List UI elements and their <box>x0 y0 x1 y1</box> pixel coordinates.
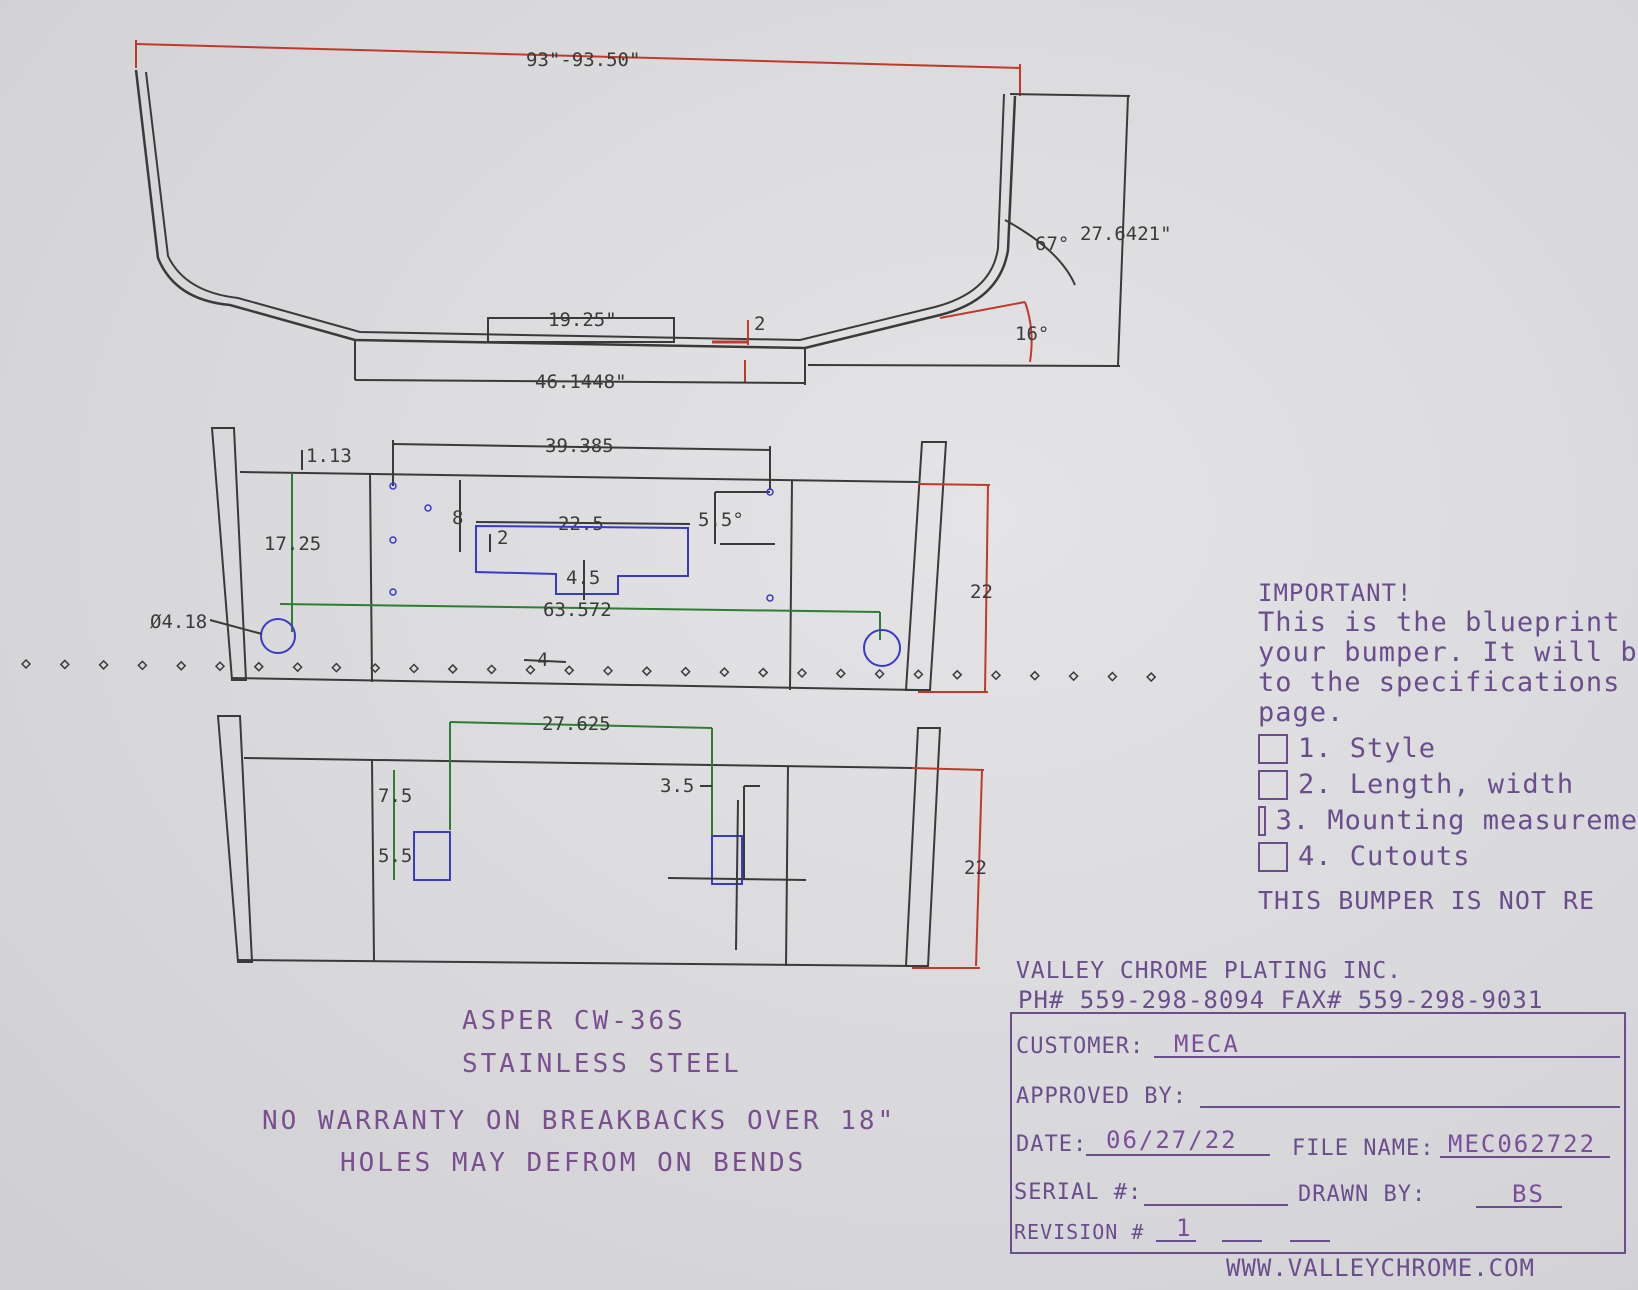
warranty-warning: NO WARRANTY ON BREAKBACKS OVER 18" <box>262 1106 897 1136</box>
hole-marker <box>835 668 846 679</box>
important-line-2: your bumper. It will be <box>1258 637 1638 668</box>
hole-marker <box>796 667 808 679</box>
hole-marker <box>1068 671 1079 682</box>
dim-22-a: 22 <box>970 581 993 603</box>
file-name-label: FILE NAME: <box>1292 1136 1435 1161</box>
website: WWW.VALLEYCHROME.COM <box>1226 1254 1535 1282</box>
important-line-3: to the specifications <box>1258 667 1621 698</box>
mount-hole-left <box>260 618 296 654</box>
blue-cutout <box>475 524 689 595</box>
hole-marker <box>486 664 497 675</box>
dim-r2-a: 2 <box>754 313 765 335</box>
hole-marker <box>98 659 109 670</box>
front-view-2: 22 27.625 7.5 5.5 3.5 <box>216 713 987 969</box>
dim-overall-width: 93"-93.50" <box>526 49 640 71</box>
hole-marker <box>292 662 303 673</box>
important-notes: IMPORTANT! This is the blueprint your bu… <box>1258 578 1638 916</box>
customer-value: MECA <box>1174 1030 1240 1058</box>
company-name: VALLEY CHROME PLATING INC. <box>1016 958 1403 984</box>
important-line-1: This is the blueprint <box>1258 607 1621 638</box>
dim-height: 27.6421" <box>1080 223 1172 245</box>
dim-7-5: 7.5 <box>378 785 412 807</box>
dim-17-25: 17.25 <box>264 533 321 555</box>
dim-angle-bottom: 16° <box>1015 323 1049 345</box>
hole-marker <box>59 659 70 670</box>
hole-marker <box>253 661 264 672</box>
dim-63-572: 63.572 <box>543 599 612 621</box>
hole-marker <box>1146 671 1157 683</box>
product-material: STAINLESS STEEL <box>462 1049 742 1079</box>
dim-27-625: 27.625 <box>542 713 611 735</box>
product-model: ASPER CW-36S <box>462 1006 686 1036</box>
dim-1-13: 1.13 <box>306 445 352 467</box>
drawn-by-label: DRAWN BY: <box>1298 1182 1427 1207</box>
dim-8: 8 <box>452 507 463 529</box>
important-line-4: page. <box>1258 697 1345 728</box>
hole-marker <box>680 666 691 677</box>
dim-5-5-deg: 5.5° <box>698 509 744 531</box>
hole-marker <box>370 662 381 674</box>
hole-marker <box>564 665 575 676</box>
hole-marker <box>214 661 226 672</box>
hole-marker <box>137 660 148 671</box>
hole-marker <box>874 668 885 679</box>
dim-4-5: 4.5 <box>566 567 600 589</box>
holes-warning: HOLES MAY DEFROM ON BENDS <box>340 1148 807 1178</box>
checkbox[interactable] <box>1258 734 1288 764</box>
dim-22-b: 22 <box>964 857 987 879</box>
checklist-item-cutouts[interactable]: 4. Cutouts <box>1258 842 1638 872</box>
hole-marker <box>408 663 420 674</box>
serial-label: SERIAL #: <box>1014 1180 1143 1205</box>
checklist-item-length[interactable]: 2. Length, width <box>1258 770 1638 800</box>
dim-39-385: 39.385 <box>545 435 614 457</box>
top-view-outline-inner <box>145 71 1005 342</box>
hole-marker <box>176 660 187 671</box>
not-returnable-warning: THIS BUMPER IS NOT RE <box>1258 886 1596 915</box>
dim-center-width: 46.1448" <box>535 371 627 393</box>
front-view-1: 22 1.13 39.385 17.25 8 22.5 2 4.5 5.5° 6… <box>150 427 993 693</box>
checkbox[interactable] <box>1258 770 1288 800</box>
important-heading: IMPORTANT! <box>1258 579 1413 607</box>
title-block-frame <box>1010 1012 1626 1254</box>
hole-marker <box>331 662 342 673</box>
checklist-item-mounting[interactable]: 3. Mounting measureme <box>1258 806 1638 836</box>
hole-marker <box>525 664 536 675</box>
revision-value: 1 <box>1176 1214 1193 1242</box>
drawn-by-value: BS <box>1512 1180 1545 1208</box>
checkbox[interactable] <box>1258 842 1288 872</box>
dim-3-5: 3.5 <box>660 775 694 797</box>
hole-marker <box>913 669 924 680</box>
checkbox[interactable] <box>1258 806 1266 836</box>
dim-5-5: 5.5 <box>378 845 412 867</box>
checklist-item-style[interactable]: 1. Style <box>1258 734 1638 764</box>
hole-marker <box>447 663 458 675</box>
dim-4: 4 <box>537 649 548 671</box>
file-name-value: MEC062722 <box>1448 1130 1597 1158</box>
hole-marker <box>641 666 652 677</box>
hole-marker <box>952 669 963 680</box>
hole-marker <box>20 658 32 670</box>
hole-marker <box>1107 671 1118 682</box>
approved-label: APPROVED BY: <box>1016 1084 1187 1109</box>
dim-22-5: 22.5 <box>558 513 604 535</box>
dim-top-cutout: 19.25" <box>548 309 617 331</box>
hole-marker <box>990 670 1002 681</box>
date-value: 06/27/22 <box>1106 1126 1238 1154</box>
company-phone: PH# 559-298-8094 FAX# 559-298-9031 <box>1018 986 1544 1014</box>
revision-label: REVISION # <box>1014 1220 1145 1244</box>
dim-overall-width-line <box>135 43 1021 69</box>
date-label: DATE: <box>1016 1132 1088 1157</box>
hole-pattern <box>20 658 1157 683</box>
hole-marker <box>602 665 614 676</box>
customer-label: CUSTOMER: <box>1016 1034 1145 1059</box>
dim-dia: Ø4.18 <box>150 611 207 633</box>
top-view: 93"-93.50" 27.6421" 67° 16° 19.25" 2 46.… <box>134 40 1172 393</box>
hole-marker <box>758 667 769 678</box>
dim-r2-b: 2 <box>497 527 508 549</box>
dim-angle-top: 67° <box>1035 233 1069 255</box>
hole-marker <box>1029 670 1040 681</box>
mount-hole-right <box>863 629 901 667</box>
hole-marker <box>719 667 730 678</box>
